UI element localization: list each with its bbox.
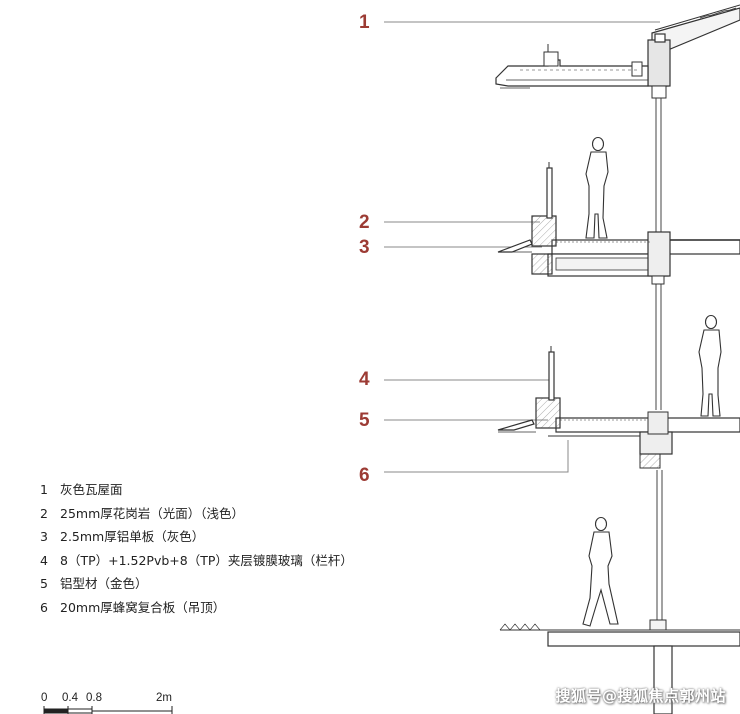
curtain-wall <box>655 98 663 624</box>
roof-beam <box>647 39 671 87</box>
legend-item: 3 2.5mm厚铝单板（灰色） <box>40 527 353 551</box>
middle-edge-beam <box>639 431 673 455</box>
upper-column-head <box>647 231 671 277</box>
upper-parapet-stone <box>531 215 557 247</box>
scale-label-2m: 2m <box>156 692 172 704</box>
middle-balcony <box>497 346 740 469</box>
callout-number-6: 6 <box>359 465 370 486</box>
scale-label-0-4: 0.4 <box>62 692 78 704</box>
watermark-text: 搜狐号@搜狐焦点郭州站 <box>555 687 726 705</box>
ground-slab <box>547 631 740 647</box>
roof-section <box>495 4 740 99</box>
foundation-wall <box>653 645 673 714</box>
roof-tiles <box>699 7 737 19</box>
legend-item: 2 25mm厚花岗岩（光面）（浅色） <box>40 504 353 528</box>
callout-number-3: 3 <box>359 237 370 258</box>
human-figure-ground <box>582 516 619 627</box>
legend-item-text: 25mm厚花岗岩（光面）（浅色） <box>60 505 245 521</box>
legend-item-number: 5 <box>40 576 48 592</box>
ground-level <box>499 619 740 714</box>
legend-item: 5 铝型材（金色） <box>40 574 353 598</box>
callout-number-4: 4 <box>359 369 370 390</box>
middle-parapet-stone <box>535 397 561 429</box>
legend-item-text: 铝型材（金色） <box>60 576 148 592</box>
legend-item: 4 8（TP）+1.52Pvb+8（TP）夹层镀膜玻璃（栏杆） <box>40 551 353 575</box>
middle-handrail-post <box>548 351 555 401</box>
upper-balcony <box>497 162 740 285</box>
scale-bar <box>43 706 173 714</box>
leader-6 <box>384 440 569 473</box>
legend-item: 6 20mm厚蜂窝复合板（吊顶） <box>40 598 353 622</box>
upper-drip-canopy <box>497 239 533 253</box>
leader-lines <box>384 21 660 473</box>
legend-item-number: 1 <box>40 482 48 497</box>
legend-item-text: 20mm厚蜂窝复合板（吊顶） <box>60 599 226 615</box>
roof-canopy <box>495 59 649 87</box>
upper-handrail-post <box>546 167 553 219</box>
legend-item-text: 8（TP）+1.52Pvb+8（TP）夹层镀膜玻璃（栏杆） <box>60 552 353 568</box>
middle-ceiling-panel <box>639 453 661 469</box>
legend-item-number: 3 <box>40 529 48 545</box>
scale-label-0-8: 0.8 <box>86 692 102 704</box>
legend-item-number: 2 <box>40 505 48 521</box>
legend-item-number: 6 <box>40 599 48 615</box>
callout-number-5: 5 <box>359 410 370 431</box>
legend-item: 1 灰色瓦屋面 <box>40 480 353 504</box>
middle-drip-canopy <box>497 419 535 431</box>
legend-item-text: 灰色瓦屋面 <box>60 482 123 497</box>
scale-label-0: 0 <box>41 692 48 704</box>
callout-number-2: 2 <box>359 212 370 233</box>
callout-number-1: 1 <box>359 12 370 33</box>
legend-item-text: 2.5mm厚铝单板（灰色） <box>60 529 205 545</box>
human-figure-middle <box>698 314 722 417</box>
human-figure-upper <box>585 136 609 239</box>
legend-item-number: 4 <box>40 552 48 568</box>
